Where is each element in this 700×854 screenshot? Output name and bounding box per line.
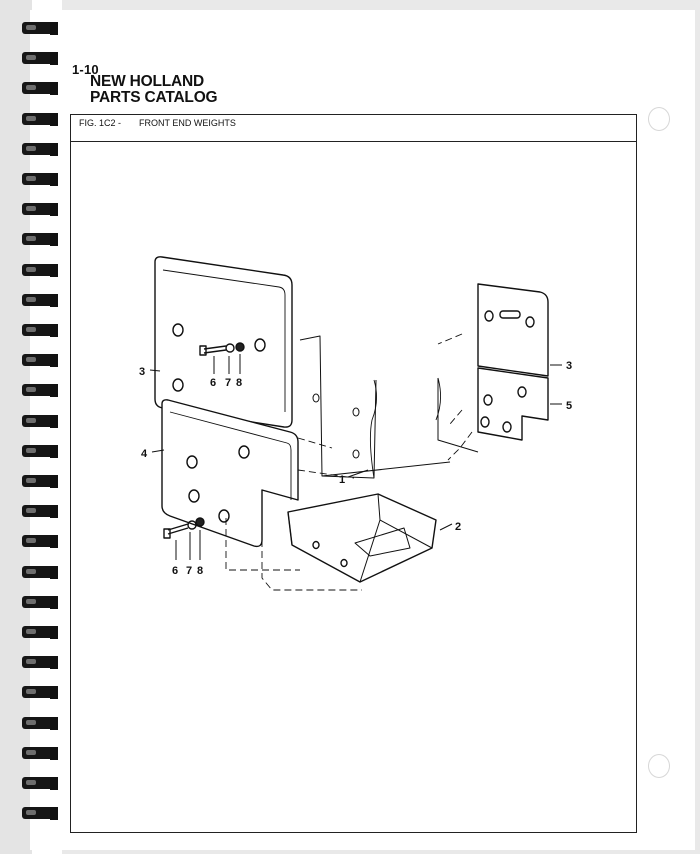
binding-ring (22, 716, 56, 729)
binding-ring (22, 475, 56, 487)
binding-ring (22, 777, 56, 789)
binding-hole (50, 82, 58, 96)
binding-hole (50, 354, 58, 368)
callout-5: 5 (566, 400, 572, 412)
punch-hole-bottom (648, 754, 670, 778)
binding-ring (22, 324, 56, 336)
weight-plate-right (477, 283, 549, 377)
binding-hole (50, 595, 58, 609)
callout-6-top: 6 (210, 377, 216, 389)
dashed-assembly-lines (225, 333, 473, 591)
binding-hole (50, 414, 58, 428)
binding-ring (22, 414, 56, 427)
binding-ring (22, 444, 56, 457)
binding-ring (22, 82, 56, 95)
binding-ring (22, 656, 56, 669)
binding-ring (22, 112, 56, 125)
catalog-title-line2: PARTS CATALOG (90, 89, 218, 106)
binding-ring (22, 142, 56, 155)
frame-rail (299, 335, 479, 479)
binding-ring (22, 565, 56, 578)
binding-hole (50, 475, 58, 488)
binding-ring (22, 384, 56, 397)
binding-ring (22, 686, 56, 699)
binding-hole (50, 203, 58, 217)
figure-header: FIG. 1C2 - FRONT END WEIGHTS (71, 115, 636, 142)
binding-hole (50, 535, 58, 549)
binding-ring (22, 595, 56, 608)
weight-plate-right-lower (477, 367, 549, 441)
binding-hole (50, 173, 58, 186)
binding-hole (50, 324, 58, 337)
binding-hole (50, 807, 58, 821)
callout-8-bottom: 8 (197, 565, 203, 577)
binding-ring (22, 52, 56, 65)
binding-ring (22, 22, 56, 34)
figure-label: FIG. 1C2 - (79, 118, 122, 128)
weight-plate-lower-left (161, 399, 299, 548)
binding-hole (50, 777, 58, 790)
binding-hole (50, 52, 58, 66)
callout-1: 1 (339, 474, 345, 486)
callout-leaders (149, 354, 562, 560)
callout-6-bottom: 6 (172, 565, 178, 577)
binding-ring (22, 746, 56, 759)
binding-hole (50, 22, 58, 35)
binding-hole (50, 384, 58, 398)
binding-hole (50, 716, 58, 730)
binding-hole (50, 626, 58, 639)
callout-7-bottom: 7 (186, 565, 192, 577)
weight-bracket (287, 493, 437, 583)
binding-ring (22, 293, 56, 306)
binding-ring (22, 263, 56, 276)
binding-ring (22, 233, 56, 246)
binding-ring (22, 173, 56, 185)
figure-caption: FRONT END WEIGHTS (139, 118, 236, 128)
binding-ring (22, 203, 56, 216)
punch-hole-top (648, 107, 670, 131)
callout-4: 4 (141, 448, 148, 460)
binding-hole (50, 263, 58, 277)
binding-hole (50, 565, 58, 579)
binding-hole (50, 142, 58, 156)
binding-hole (50, 505, 58, 519)
callout-3-left: 3 (139, 366, 145, 378)
binding-ring (22, 807, 56, 820)
figure-frame: FIG. 1C2 - FRONT END WEIGHTS (70, 114, 637, 833)
binding-ring (22, 354, 56, 367)
binding-hole (50, 233, 58, 247)
binding-hole (50, 746, 58, 760)
callout-7-top: 7 (225, 377, 231, 389)
catalog-page (30, 10, 695, 850)
callout-8-top: 8 (236, 377, 242, 389)
bolt-washer-nut-upper (199, 342, 245, 356)
page-number: 1-10 (72, 62, 99, 77)
callout-2: 2 (455, 521, 461, 533)
binding-ring (22, 505, 56, 518)
binding-ring (22, 626, 56, 638)
binding-hole (50, 656, 58, 670)
spine-edge (0, 0, 32, 854)
weight-plate-upper-left (154, 256, 293, 428)
binding-hole (50, 444, 58, 458)
binding-hole (50, 686, 58, 700)
binding-ring (22, 535, 56, 548)
binding-hole (50, 112, 58, 126)
catalog-title-line1: NEW HOLLAND (90, 73, 205, 90)
binding-hole (50, 293, 58, 307)
callout-3-right: 3 (566, 360, 572, 372)
bolt-washer-nut-lower (163, 517, 205, 539)
catalog-title: NEW HOLLAND PARTS CATALOG (90, 73, 218, 106)
